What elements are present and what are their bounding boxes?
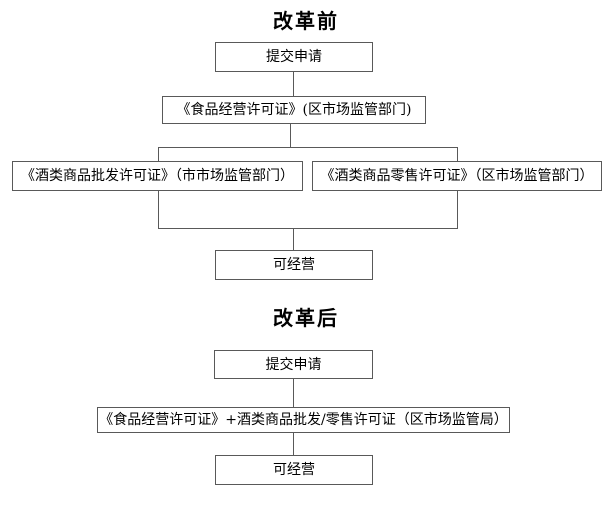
before-food-license-box: 《食品经营许可证》(区市场监管部门) [162, 96, 426, 124]
before-wholesale-license-box: 《酒类商品批发许可证》（市市场监管部门） [12, 161, 303, 191]
before-operate-box: 可经营 [215, 250, 373, 280]
connector-before-submit-to-food [293, 72, 294, 96]
before-retail-license-box: 《酒类商品零售许可证》（区市场监管部门） [312, 161, 602, 191]
merge-left-vertical-line [158, 191, 159, 228]
before-reform-title: 改革前 [273, 9, 339, 33]
branch-top-horizontal-line [158, 147, 458, 148]
connector-after-submit-to-license [293, 379, 294, 407]
branch-drop-right-line [457, 147, 458, 161]
after-submit-application-box: 提交申请 [214, 350, 373, 379]
branch-drop-left-line [158, 147, 159, 161]
connector-after-license-to-operate [293, 433, 294, 455]
merge-bottom-horizontal-line [158, 228, 458, 229]
after-combined-license-box: 《食品经营许可证》+酒类商品批发/零售许可证（区市场监管局） [97, 407, 510, 433]
before-submit-application-box: 提交申请 [215, 42, 373, 72]
after-reform-title: 改革后 [273, 306, 339, 330]
connector-before-food-to-branch [290, 124, 291, 147]
after-operate-box: 可经营 [215, 455, 373, 485]
connector-merge-to-operate [293, 228, 294, 250]
merge-right-vertical-line [457, 191, 458, 228]
